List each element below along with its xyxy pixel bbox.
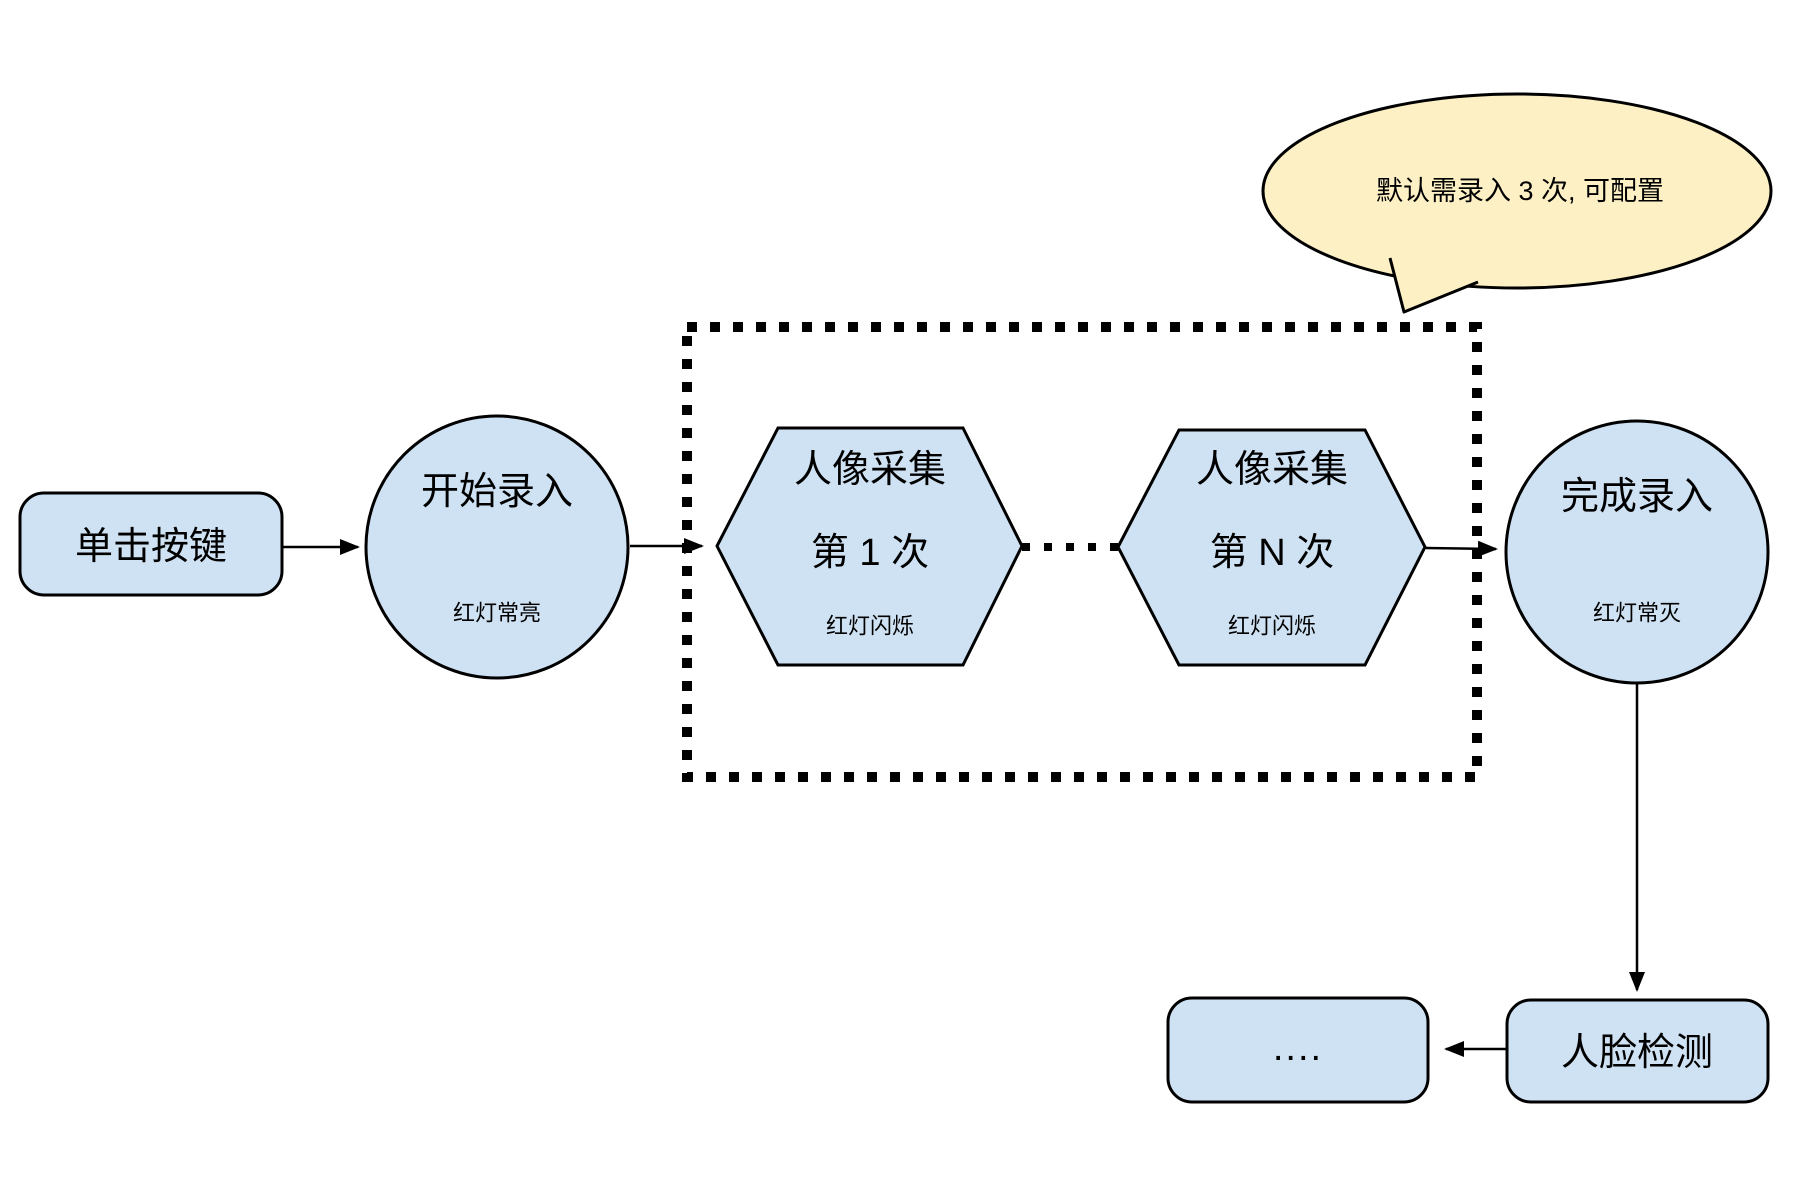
node-start-label: 开始录入 xyxy=(421,471,573,513)
node-capture-1-line2: 第 1 次 xyxy=(811,532,929,574)
node-capture-n-line2: 第 N 次 xyxy=(1210,532,1335,574)
node-capture-1-sublabel: 红灯闪烁 xyxy=(826,614,914,639)
node-finish-label: 完成录入 xyxy=(1561,476,1713,518)
node-capture-n: 人像采集 第 N 次 红灯闪烁 xyxy=(1116,428,1427,667)
node-capture-n-sublabel: 红灯闪烁 xyxy=(1228,614,1316,639)
node-face-detect-shape xyxy=(1505,998,1770,1104)
node-finish-sublabel: 红灯常灭 xyxy=(1593,601,1681,626)
node-more-label: .... xyxy=(1273,1027,1323,1069)
node-finish: 完成录入 红灯常灭 xyxy=(1504,419,1770,685)
node-capture-1: 人像采集 第 1 次 红灯闪烁 xyxy=(715,426,1024,667)
node-more: .... xyxy=(1166,996,1430,1104)
callout-text: 默认需录入 3 次, 可配置 xyxy=(1376,176,1664,206)
node-capture-n-line1: 人像采集 xyxy=(1196,449,1348,491)
node-more-shape xyxy=(1166,996,1430,1104)
arrow-captureN-to-finish xyxy=(1425,540,1498,557)
callout-bubble: 默认需录入 3 次, 可配置 xyxy=(1261,92,1773,314)
node-click-button-shape xyxy=(18,491,284,597)
node-click-button-label: 单击按键 xyxy=(75,526,227,568)
node-start-shape xyxy=(364,414,630,680)
node-capture-1-line1: 人像采集 xyxy=(794,449,946,491)
node-start-sublabel: 红灯常亮 xyxy=(453,601,541,626)
callout-tail xyxy=(1388,257,1479,314)
node-start: 开始录入 红灯常亮 xyxy=(364,414,630,680)
node-capture-n-shape xyxy=(1116,428,1427,667)
callout-ellipse xyxy=(1261,92,1773,290)
node-finish-shape xyxy=(1504,419,1770,685)
node-click-button: 单击按键 xyxy=(18,491,284,597)
node-face-detect-label: 人脸检测 xyxy=(1561,1032,1713,1074)
node-face-detect: 人脸检测 xyxy=(1505,998,1770,1104)
